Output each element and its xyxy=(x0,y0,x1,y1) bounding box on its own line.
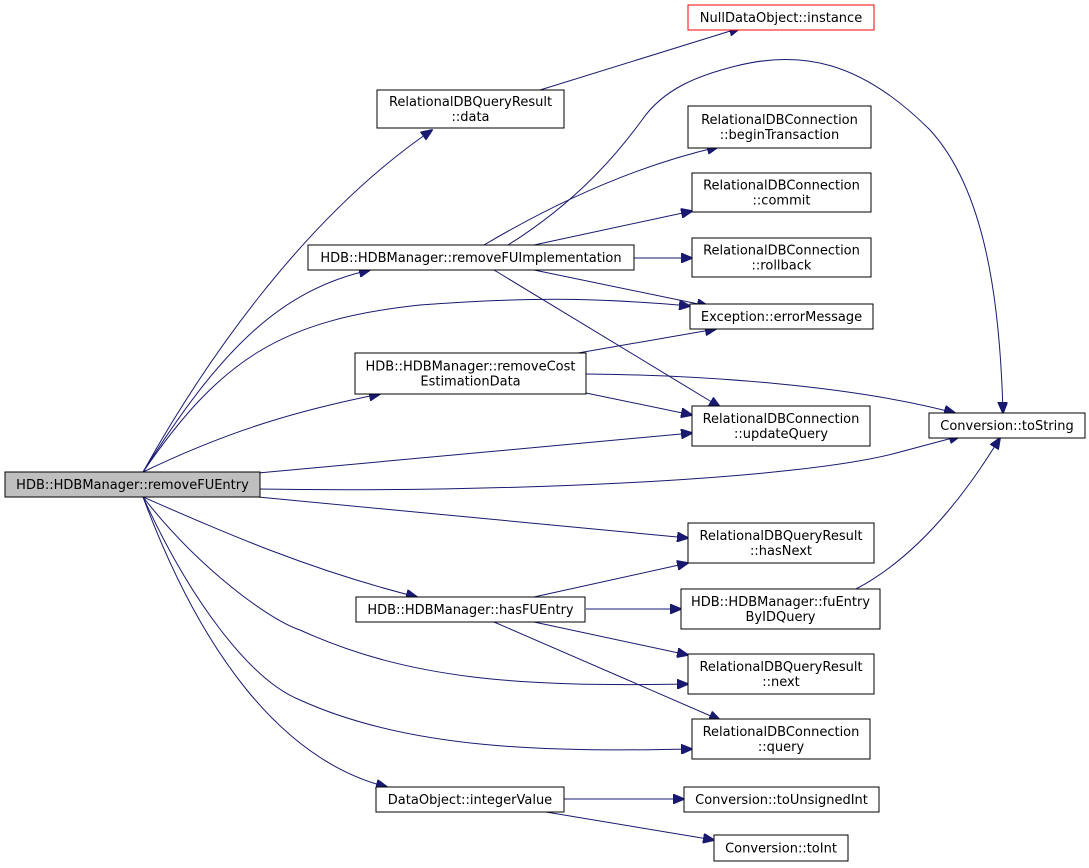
node-label-rdbcCommit-0: RelationalDBConnection xyxy=(703,179,860,194)
node-label-toUnsignedInt-0: Conversion::toUnsignedInt xyxy=(695,793,868,808)
edge-hasFUEntry-to-next xyxy=(533,621,688,655)
node-toUnsignedInt[interactable]: Conversion::toUnsignedInt xyxy=(683,786,880,813)
node-next[interactable]: RelationalDBQueryResult::next xyxy=(687,653,875,695)
node-label-rdbqrData-0: RelationalDBQueryResult xyxy=(389,95,552,110)
node-label-removeFUEntry-0: HDB::HDBManager::removeFUEntry xyxy=(16,478,249,493)
node-box-next[interactable] xyxy=(687,653,875,695)
node-label-toInt-0: Conversion::toInt xyxy=(725,842,837,857)
node-label-hasNext-0: RelationalDBQueryResult xyxy=(699,529,862,544)
node-box-removeFUImpl[interactable] xyxy=(307,244,635,271)
edge-removeFUEntry-to-removeFUImpl xyxy=(142,270,370,473)
edge-removeFUImpl-to-rdbcBegin xyxy=(483,147,718,246)
node-label-removeCost-1: EstimationData xyxy=(420,375,520,390)
node-label-errorMessage-0: Exception::errorMessage xyxy=(701,310,862,325)
node-toInt[interactable]: Conversion::toInt xyxy=(713,834,849,862)
edge-removeCost-to-errorMessage xyxy=(577,329,716,354)
edge-removeFUEntry-to-integerValue xyxy=(142,496,387,787)
node-label-rdbcCommit-1: ::commit xyxy=(753,194,811,209)
edge-removeFUEntry-to-toString xyxy=(257,436,960,491)
node-box-toString[interactable] xyxy=(928,412,1086,439)
edge-hasFUEntry-to-hasNext xyxy=(533,563,688,598)
node-box-removeFUEntry[interactable] xyxy=(4,471,261,498)
node-label-hasFUEntry-0: HDB::HDBManager::hasFUEntry xyxy=(367,603,574,618)
node-label-next-0: RelationalDBQueryResult xyxy=(699,660,862,675)
node-label-updateQuery-0: RelationalDBConnection xyxy=(703,412,860,427)
node-label-query-1: ::query xyxy=(758,740,805,755)
node-updateQuery[interactable]: RelationalDBConnection::updateQuery xyxy=(691,405,871,447)
edge-removeCost-to-toString xyxy=(585,373,955,413)
node-label-hasNext-1: ::hasNext xyxy=(750,544,812,559)
node-label-updateQuery-1: ::updateQuery xyxy=(734,427,828,442)
node-box-rdbcCommit[interactable] xyxy=(691,172,872,213)
node-query[interactable]: RelationalDBConnection::query xyxy=(691,718,871,760)
edge-removeFUEntry-to-rdbqrData xyxy=(142,130,432,473)
node-label-removeFUImpl-0: HDB::HDBManager::removeFUImplementation xyxy=(320,251,621,266)
edge-removeFUImpl-to-errorMessage xyxy=(533,269,708,306)
node-box-hasFUEntry[interactable] xyxy=(355,596,586,623)
edge-fuEntryById-to-toString xyxy=(855,438,1000,590)
node-box-rdbcBegin[interactable] xyxy=(687,105,872,149)
node-box-rdbqrData[interactable] xyxy=(376,89,565,129)
node-box-fuEntryById[interactable] xyxy=(680,588,881,630)
node-box-rdbcRollback[interactable] xyxy=(691,237,872,278)
node-removeCost[interactable]: HDB::HDBManager::removeCostEstimationDat… xyxy=(354,352,587,395)
node-box-toInt[interactable] xyxy=(713,834,849,862)
node-rdbcRollback[interactable]: RelationalDBConnection::rollback xyxy=(691,237,872,278)
node-box-updateQuery[interactable] xyxy=(691,405,871,447)
nodes-layer: HDB::HDBManager::removeFUEntry NullDataOb… xyxy=(4,4,1086,862)
edge-hasFUEntry-to-query xyxy=(493,621,720,720)
node-box-query[interactable] xyxy=(691,718,871,760)
node-toString[interactable]: Conversion::toString xyxy=(928,412,1086,439)
edge-removeFUEntry-to-hasFUEntry xyxy=(142,496,417,597)
node-label-rdbcRollback-0: RelationalDBConnection xyxy=(703,244,860,259)
node-removeFUEntry[interactable]: HDB::HDBManager::removeFUEntry xyxy=(4,471,261,498)
node-box-integerValue[interactable] xyxy=(375,786,565,813)
node-rdbqrData[interactable]: RelationalDBQueryResult::data xyxy=(376,89,565,129)
node-box-toUnsignedInt[interactable] xyxy=(683,786,880,813)
node-label-fuEntryById-0: HDB::HDBManager::fuEntry xyxy=(691,595,870,610)
node-label-fuEntryById-1: ByIDQuery xyxy=(746,610,816,625)
node-label-query-0: RelationalDBConnection xyxy=(703,725,860,740)
edge-removeFUEntry-to-updateQuery xyxy=(257,433,692,474)
node-label-removeCost-0: HDB::HDBManager::removeCost xyxy=(366,360,576,375)
edge-removeFUEntry-to-hasNext xyxy=(257,496,688,538)
node-integerValue[interactable]: DataObject::integerValue xyxy=(375,786,565,813)
node-label-rdbcBegin-0: RelationalDBConnection xyxy=(701,113,858,128)
edge-removeFUEntry-to-removeCost xyxy=(142,394,380,473)
node-removeFUImpl[interactable]: HDB::HDBManager::removeFUImplementation xyxy=(307,244,635,271)
node-errorMessage[interactable]: Exception::errorMessage xyxy=(689,303,874,330)
edge-integerValue-to-toInt xyxy=(545,811,714,840)
edge-removeCost-to-updateQuery xyxy=(585,392,692,415)
edge-removeFUEntry-to-query xyxy=(142,496,692,750)
edge-removeFUImpl-to-updateQuery xyxy=(493,269,720,407)
node-rdbcBegin[interactable]: RelationalDBConnection::beginTransaction xyxy=(687,105,872,149)
node-label-integerValue-0: DataObject::integerValue xyxy=(388,793,552,808)
edge-removeFUImpl-to-rdbcCommit xyxy=(533,211,692,246)
node-box-removeCost[interactable] xyxy=(354,352,587,395)
node-label-nullDataObject-0: NullDataObject::instance xyxy=(700,11,862,26)
node-hasNext[interactable]: RelationalDBQueryResult::hasNext xyxy=(687,522,875,564)
node-nullDataObject[interactable]: NullDataObject::instance xyxy=(687,4,875,31)
node-label-toString-0: Conversion::toString xyxy=(940,419,1074,434)
node-rdbcCommit[interactable]: RelationalDBConnection::commit xyxy=(691,172,872,213)
edges-layer xyxy=(142,28,1003,840)
node-hasFUEntry[interactable]: HDB::HDBManager::hasFUEntry xyxy=(355,596,586,623)
edge-removeFUEntry-to-errorMessage xyxy=(142,298,690,473)
edge-removeFUImpl-to-toString xyxy=(507,58,1003,413)
node-label-rdbcRollback-1: ::rollback xyxy=(752,259,812,274)
node-label-next-1: ::next xyxy=(762,675,800,690)
node-box-errorMessage[interactable] xyxy=(689,303,874,330)
edge-removeFUEntry-to-next xyxy=(142,496,688,685)
edge-rdbqrData-to-nullDataObject xyxy=(539,28,740,91)
node-label-rdbcBegin-1: ::beginTransaction xyxy=(720,128,839,143)
node-box-nullDataObject[interactable] xyxy=(687,4,875,31)
node-label-rdbqrData-1: ::data xyxy=(451,110,489,125)
node-box-hasNext[interactable] xyxy=(687,522,875,564)
